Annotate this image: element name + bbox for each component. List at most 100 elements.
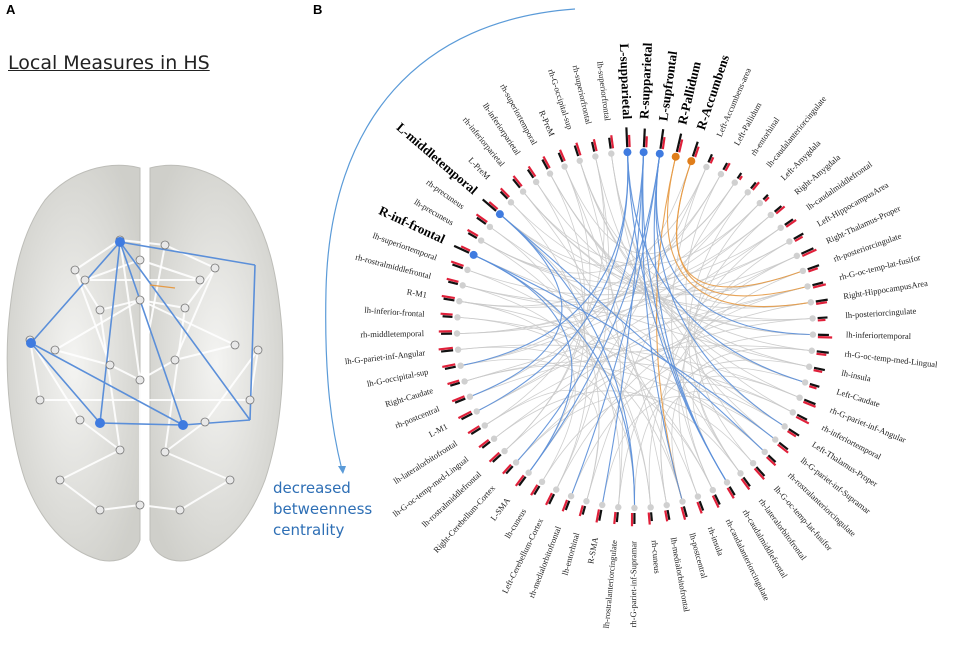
brain-node-highlight (178, 420, 188, 430)
bar-black (803, 398, 816, 406)
brain-edge (29, 339, 41, 401)
bar-red (502, 463, 512, 475)
node-label: rh-caudalanteriorcingulate (724, 517, 772, 602)
blue-edge (655, 156, 783, 426)
bar-red (664, 510, 669, 522)
node-marker (631, 504, 638, 512)
brain-node (75, 415, 85, 425)
bar-red (765, 456, 777, 467)
bar-black (449, 381, 461, 387)
brain-edge (119, 239, 141, 381)
panel-a-label: A (6, 2, 16, 17)
brain-edge (74, 269, 101, 311)
bar-black (778, 441, 789, 451)
brain-edge (139, 299, 186, 309)
node-marker (615, 504, 622, 511)
node-label: lh-superiorfrontal (595, 61, 613, 122)
node-marker (486, 223, 494, 231)
bar-red (457, 410, 472, 420)
node-marker (694, 493, 702, 500)
bar-black (440, 349, 454, 353)
node-marker (608, 150, 615, 157)
bar-black (467, 232, 478, 239)
brain-edge (179, 479, 231, 511)
bar-black (691, 141, 699, 157)
node-marker (796, 394, 803, 401)
bar-black (649, 512, 653, 522)
grey-edge (467, 360, 791, 412)
grey-edge (461, 344, 798, 397)
brain-node (160, 447, 170, 457)
node-label: L-M1 (427, 421, 449, 439)
bar-black (533, 485, 541, 496)
brain-node (70, 265, 80, 275)
bar-black (659, 129, 665, 149)
node-marker (466, 393, 474, 400)
bar-red (802, 400, 816, 408)
blue-edge (602, 155, 645, 503)
brain-edge (174, 267, 216, 361)
grey-edge (463, 176, 720, 366)
node-marker (490, 435, 498, 442)
node-label: rh-insula (706, 525, 726, 557)
brain-node (245, 395, 255, 405)
bar-black (443, 297, 455, 302)
node-marker (793, 252, 801, 260)
bar-black (736, 172, 743, 180)
brain-edge-blue (182, 419, 251, 426)
bar-black (442, 315, 453, 319)
node-marker (647, 504, 654, 511)
bar-red (738, 175, 743, 181)
grey-edge (460, 317, 763, 451)
node-marker (777, 224, 784, 231)
node-marker (453, 330, 461, 337)
node-marker (473, 408, 480, 415)
bar-black (788, 428, 800, 437)
bar-black (447, 280, 459, 286)
blue-edges (463, 155, 810, 506)
bar-red (777, 443, 789, 454)
brain-edge-blue (119, 241, 256, 266)
blue-edge (472, 215, 563, 397)
bar-black (755, 466, 766, 477)
bar-black (773, 205, 783, 213)
bar-black (682, 506, 688, 518)
brain-edge (164, 451, 231, 481)
grey-edge (492, 228, 600, 499)
bar-black (713, 494, 721, 505)
bar-red (527, 165, 537, 178)
node-marker (592, 153, 599, 160)
brain-node (135, 375, 145, 385)
grey-edge (467, 286, 805, 381)
brain-edge (139, 359, 176, 381)
node-marker (477, 237, 485, 244)
bar-black (615, 512, 619, 523)
bar-black (512, 178, 521, 189)
node-marker (495, 210, 504, 219)
grey-edge (586, 184, 734, 499)
node-marker (805, 363, 813, 370)
grey-edge (496, 390, 740, 472)
bar-red (467, 425, 480, 435)
grey-edge (467, 365, 763, 451)
bar-red (575, 142, 582, 156)
bar-black (518, 476, 527, 487)
node-label: R-SMA (585, 535, 600, 564)
node-marker (786, 238, 793, 245)
bar-red (446, 277, 459, 283)
grey-edge (462, 176, 720, 307)
left-hemisphere (6, 164, 141, 562)
panel-b-label: B (313, 2, 323, 17)
bar-red (753, 467, 765, 480)
brain-edge (79, 419, 121, 451)
brain-node (105, 360, 115, 370)
brain-node (195, 275, 205, 285)
brain-edge (59, 479, 101, 511)
brain-edge (119, 239, 166, 246)
bar-red (499, 187, 510, 198)
brain-edge-blue (30, 342, 101, 424)
node-label: lh-insula (841, 368, 872, 384)
node-marker (809, 315, 816, 322)
node-marker (546, 170, 554, 177)
